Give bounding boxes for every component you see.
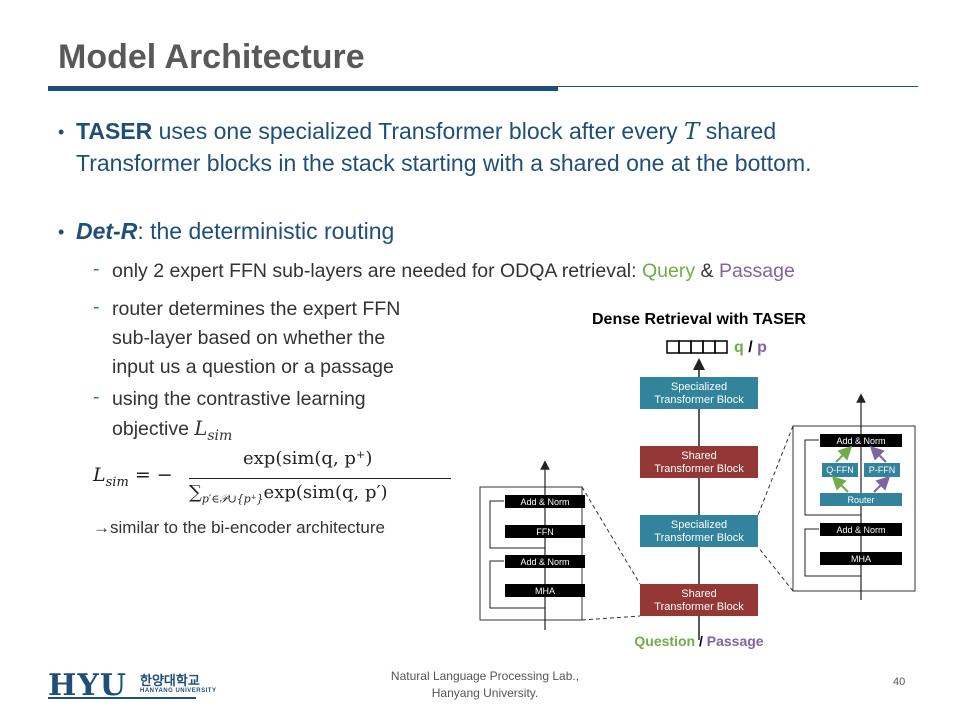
title-rule-accent bbox=[48, 86, 558, 91]
in-slash: / bbox=[695, 633, 707, 649]
footer-lab-line1: Natural Language Processing Lab., bbox=[390, 669, 580, 683]
sub-bullet-objective: using the contrastive learning objective… bbox=[112, 385, 366, 451]
footer-lab-line2: Hanyang University. bbox=[431, 686, 539, 700]
formula-eq: = − bbox=[134, 464, 173, 486]
denominator-text: exp(sim(q, p′) bbox=[263, 482, 388, 503]
stack-block-3: Specialized Transformer Block bbox=[640, 515, 758, 547]
svg-text:Add & Norm: Add & Norm bbox=[520, 497, 569, 507]
bi-encoder-note: →similar to the bi-encoder architecture bbox=[93, 518, 385, 537]
amp: & bbox=[695, 260, 719, 282]
svg-text:MHA: MHA bbox=[535, 586, 555, 596]
formula-numerator: exp(sim(q, p⁺) bbox=[243, 448, 373, 469]
svg-text:q / p: q / p bbox=[734, 339, 767, 356]
sum-symbol: ∑ bbox=[189, 482, 202, 503]
sub-text: only 2 expert FFN sub-layers are needed … bbox=[112, 260, 642, 282]
output-vector bbox=[666, 340, 728, 354]
svg-text:Specialized: Specialized bbox=[671, 381, 727, 393]
svg-text:P-FFN: P-FFN bbox=[869, 465, 896, 475]
svg-text:Transformer Block: Transformer Block bbox=[654, 601, 744, 613]
svg-text:Add & Norm: Add & Norm bbox=[836, 525, 885, 535]
in-question: Question bbox=[634, 633, 695, 649]
sub-text: objective bbox=[112, 418, 195, 440]
svg-text:Router: Router bbox=[847, 495, 874, 505]
formula-lhs: L bbox=[93, 464, 106, 486]
out-q: q bbox=[734, 339, 744, 356]
sub-text: router determines the expert FFN bbox=[112, 298, 401, 320]
svg-text:MHA: MHA bbox=[851, 554, 871, 564]
stack-block-4: Shared Transformer Block bbox=[640, 584, 758, 616]
hyu-logo-korean: 한양대학교 bbox=[140, 673, 200, 688]
sub-bullet-experts: only 2 expert FFN sub-layers are needed … bbox=[112, 257, 795, 286]
bullet-detr: Det-R: the deterministic routing bbox=[76, 216, 394, 247]
hyu-logo-english: HANYANG UNIVERSITY bbox=[140, 688, 217, 694]
var-t: T bbox=[684, 119, 700, 145]
svg-text:Add & Norm: Add & Norm bbox=[836, 436, 885, 446]
footer-lab: Natural Language Processing Lab., Hanyan… bbox=[380, 668, 590, 702]
var-l: L bbox=[194, 417, 208, 440]
in-passage: Passage bbox=[707, 633, 764, 649]
bullet-text: shared bbox=[699, 118, 777, 144]
shared-block-detail: Add & Norm FFN Add & Norm MHA bbox=[479, 460, 585, 630]
sub-text: using the contrastive learning bbox=[112, 388, 366, 410]
passage-label: Passage bbox=[718, 260, 795, 282]
svg-text:Transformer Block: Transformer Block bbox=[654, 532, 744, 544]
svg-text:Question / Passage: Question / Passage bbox=[634, 633, 763, 649]
bullet-text-line2: Transformer blocks in the stack starting… bbox=[76, 150, 812, 176]
formula-lhs-sub: sim bbox=[105, 474, 129, 490]
bullet-text: : the deterministic routing bbox=[137, 218, 395, 244]
bullet-dot: • bbox=[58, 122, 65, 142]
svg-text:Transformer Block: Transformer Block bbox=[654, 463, 744, 475]
svg-text:Transformer Block: Transformer Block bbox=[654, 394, 744, 406]
out-slash: / bbox=[744, 339, 757, 356]
bullet-taser: TASER uses one specialized Transformer b… bbox=[76, 116, 936, 179]
dash-marker: - bbox=[93, 258, 100, 280]
svg-text:Add & Norm: Add & Norm bbox=[520, 557, 569, 567]
fraction-bar bbox=[189, 478, 451, 479]
sum-sub: p′∈𝒫∪{p⁺} bbox=[201, 492, 264, 506]
page-number: 40 bbox=[893, 676, 906, 688]
sub-bullet-router: router determines the expert FFN sub-lay… bbox=[112, 295, 400, 382]
term-detr: Det-R bbox=[76, 218, 138, 244]
slide-title: Model Architecture bbox=[58, 38, 365, 76]
term-taser: TASER bbox=[76, 118, 153, 144]
stack-block-1: Specialized Transformer Block bbox=[640, 377, 758, 409]
dash-marker: - bbox=[93, 296, 100, 318]
taser-diagram: Dense Retrieval with TASER q / p Special… bbox=[479, 311, 916, 649]
specialized-block-detail: Add & Norm Q-FFN P-FFN Router Add & Norm… bbox=[792, 393, 916, 600]
diagram-title: Dense Retrieval with TASER bbox=[592, 311, 806, 328]
bullet-dot: • bbox=[58, 222, 65, 242]
logo-underline bbox=[48, 697, 196, 699]
stack-block-2: Shared Transformer Block bbox=[640, 446, 758, 478]
out-p: p bbox=[757, 339, 767, 356]
var-l-sub: sim bbox=[207, 427, 233, 444]
loss-formula: Lsim = − exp(sim(q, p⁺) ∑p′∈𝒫∪{p⁺}exp(si… bbox=[93, 448, 463, 512]
svg-text:FFN: FFN bbox=[536, 527, 554, 537]
sub-text: input us a question or a passage bbox=[112, 356, 394, 378]
bullet-text: uses one specialized Transformer block a… bbox=[152, 118, 685, 144]
sub-text: sub-layer based on whether the bbox=[112, 327, 386, 349]
query-label: Query bbox=[641, 260, 696, 282]
formula-denominator: ∑p′∈𝒫∪{p⁺}exp(sim(q, p′) bbox=[189, 482, 388, 507]
svg-text:Q-FFN: Q-FFN bbox=[826, 465, 854, 475]
svg-text:Shared: Shared bbox=[681, 588, 716, 600]
svg-text:Specialized: Specialized bbox=[671, 519, 727, 531]
dash-marker: - bbox=[93, 386, 100, 408]
svg-text:Shared: Shared bbox=[681, 450, 716, 462]
